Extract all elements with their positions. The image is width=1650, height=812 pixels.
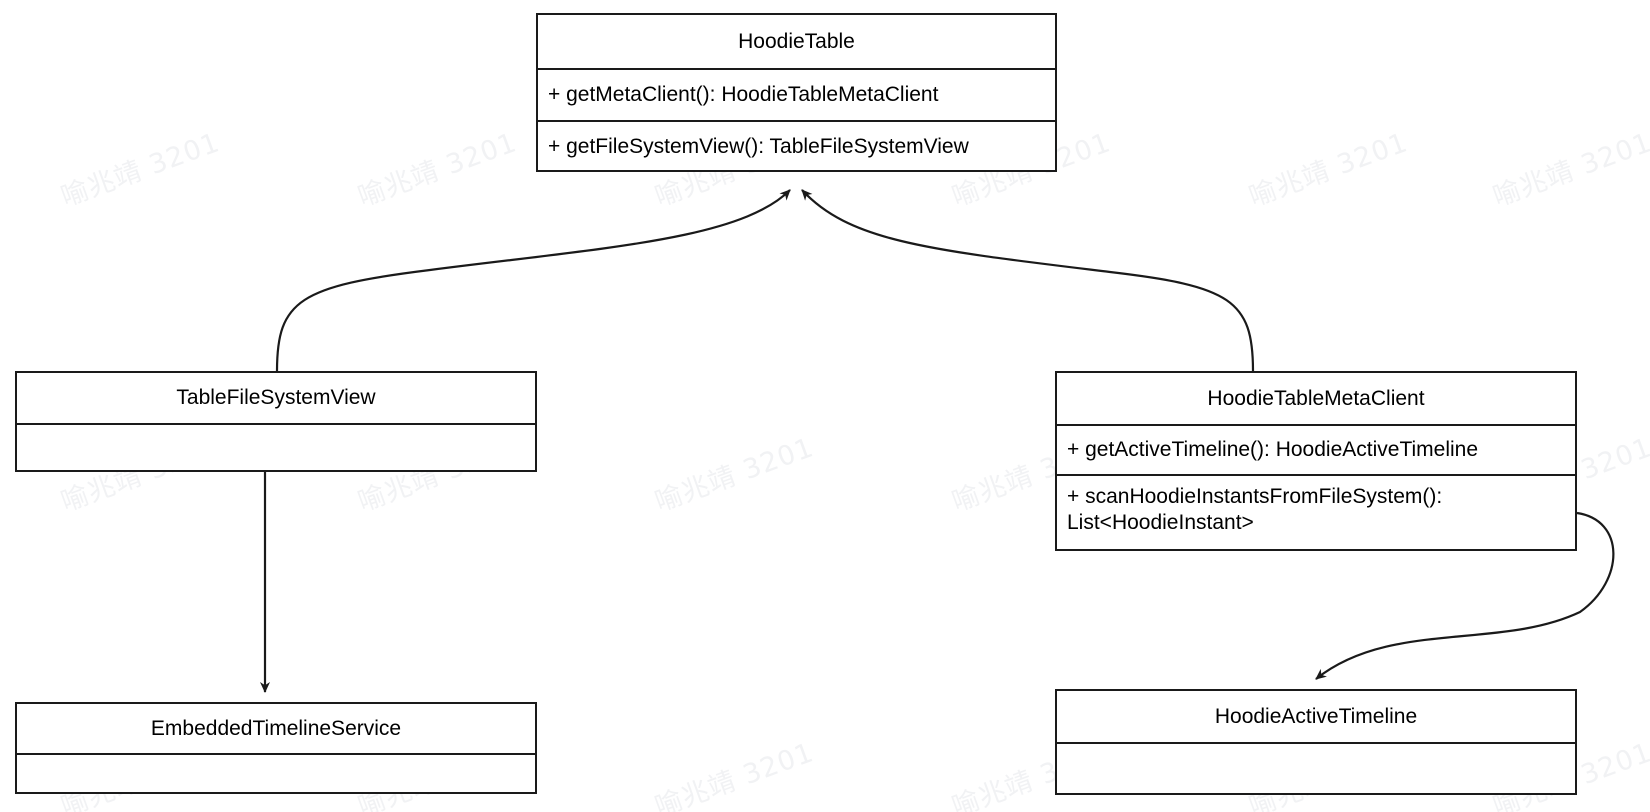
class-box-hoodie-table-meta-client[interactable]: HoodieTableMetaClient+ getActiveTimeline… bbox=[1055, 371, 1577, 551]
class-name-hoodie-active-timeline: HoodieActiveTimeline bbox=[1057, 691, 1575, 744]
class-name-hoodie-table-meta-client: HoodieTableMetaClient bbox=[1057, 373, 1575, 426]
watermark-text: 喻兆靖 3201 bbox=[651, 432, 818, 519]
edge-htmc-to-hoodietable bbox=[801, 189, 1255, 372]
watermark-text: 喻兆靖 3201 bbox=[651, 737, 818, 812]
class-member-hoodie-table-meta-client-0: + getActiveTimeline(): HoodieActiveTimel… bbox=[1057, 426, 1575, 476]
class-compartment-empty-hoodie-active-timeline bbox=[1057, 744, 1575, 795]
class-member-hoodie-table-0: + getMetaClient(): HoodieTableMetaClient bbox=[538, 70, 1055, 122]
class-box-embedded-timeline-service[interactable]: EmbeddedTimelineService bbox=[15, 702, 537, 794]
class-box-hoodie-table[interactable]: HoodieTable+ getMetaClient(): HoodieTabl… bbox=[536, 13, 1057, 172]
watermark-text: 喻兆靖 3201 bbox=[1489, 127, 1650, 214]
edge-tfsv-to-hoodietable bbox=[275, 189, 791, 372]
class-name-hoodie-table: HoodieTable bbox=[538, 15, 1055, 70]
class-box-table-file-system-view[interactable]: TableFileSystemView bbox=[15, 371, 537, 472]
watermark-text: 喻兆靖 3201 bbox=[1245, 127, 1412, 214]
class-member-hoodie-table-1: + getFileSystemView(): TableFileSystemVi… bbox=[548, 135, 969, 159]
class-name-embedded-timeline-service: EmbeddedTimelineService bbox=[17, 704, 535, 755]
watermark-text: 喻兆靖 3201 bbox=[57, 127, 224, 214]
class-name-table-file-system-view: TableFileSystemView bbox=[17, 373, 535, 425]
class-compartment-empty-table-file-system-view bbox=[17, 425, 535, 472]
watermark-text: 喻兆靖 3201 bbox=[354, 127, 521, 214]
class-compartment-empty-embedded-timeline-service bbox=[17, 755, 535, 794]
class-box-hoodie-active-timeline[interactable]: HoodieActiveTimeline bbox=[1055, 689, 1577, 795]
class-member-hoodie-table-meta-client-1: + scanHoodieInstantsFromFileSystem(): Li… bbox=[1067, 485, 1443, 534]
